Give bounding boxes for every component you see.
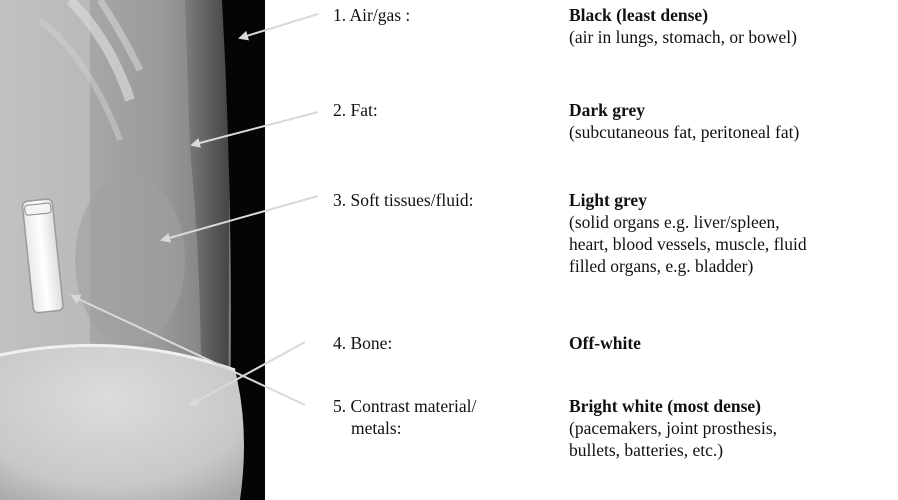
desc-bone: Off-white [569,332,641,354]
desc-air-gas-title: Black (least dense) [569,4,797,26]
desc-contrast-detail-line: (pacemakers, joint prosthesis, [569,417,777,439]
label-fat: 2. Fat: [333,99,378,121]
desc-bone-title: Off-white [569,332,641,354]
label-contrast-metals: 5. Contrast material/ metals: [333,395,476,439]
label-soft-tissues-fluid: 3. Soft tissues/fluid: [333,189,474,211]
desc-fat: Dark grey (subcutaneous fat, peritoneal … [569,99,799,143]
label-contrast-line-2: metals: [333,417,476,439]
desc-fat-detail-line: (subcutaneous fat, peritoneal fat) [569,121,799,143]
desc-soft-tissues-detail-line: heart, blood vessels, muscle, fluid [569,233,807,255]
desc-soft-tissues-detail-line: filled organs, e.g. bladder) [569,255,807,277]
desc-air-gas-detail-line: (air in lungs, stomach, or bowel) [569,26,797,48]
label-air-gas: 1. Air/gas : [333,4,410,26]
desc-contrast-title: Bright white (most dense) [569,395,777,417]
label-bone: 4. Bone: [333,332,392,354]
desc-soft-tissues-detail-line: (solid organs e.g. liver/spleen, [569,211,807,233]
desc-soft-tissues-title: Light grey [569,189,807,211]
label-contrast-line-1: 5. Contrast material/ [333,395,476,417]
desc-contrast-detail-line: bullets, batteries, etc.) [569,439,777,461]
desc-contrast-metals: Bright white (most dense) (pacemakers, j… [569,395,777,461]
desc-air-gas: Black (least dense) (air in lungs, stoma… [569,4,797,48]
xray-image [0,0,265,500]
desc-fat-title: Dark grey [569,99,799,121]
desc-soft-tissues-fluid: Light grey (solid organs e.g. liver/sple… [569,189,807,277]
